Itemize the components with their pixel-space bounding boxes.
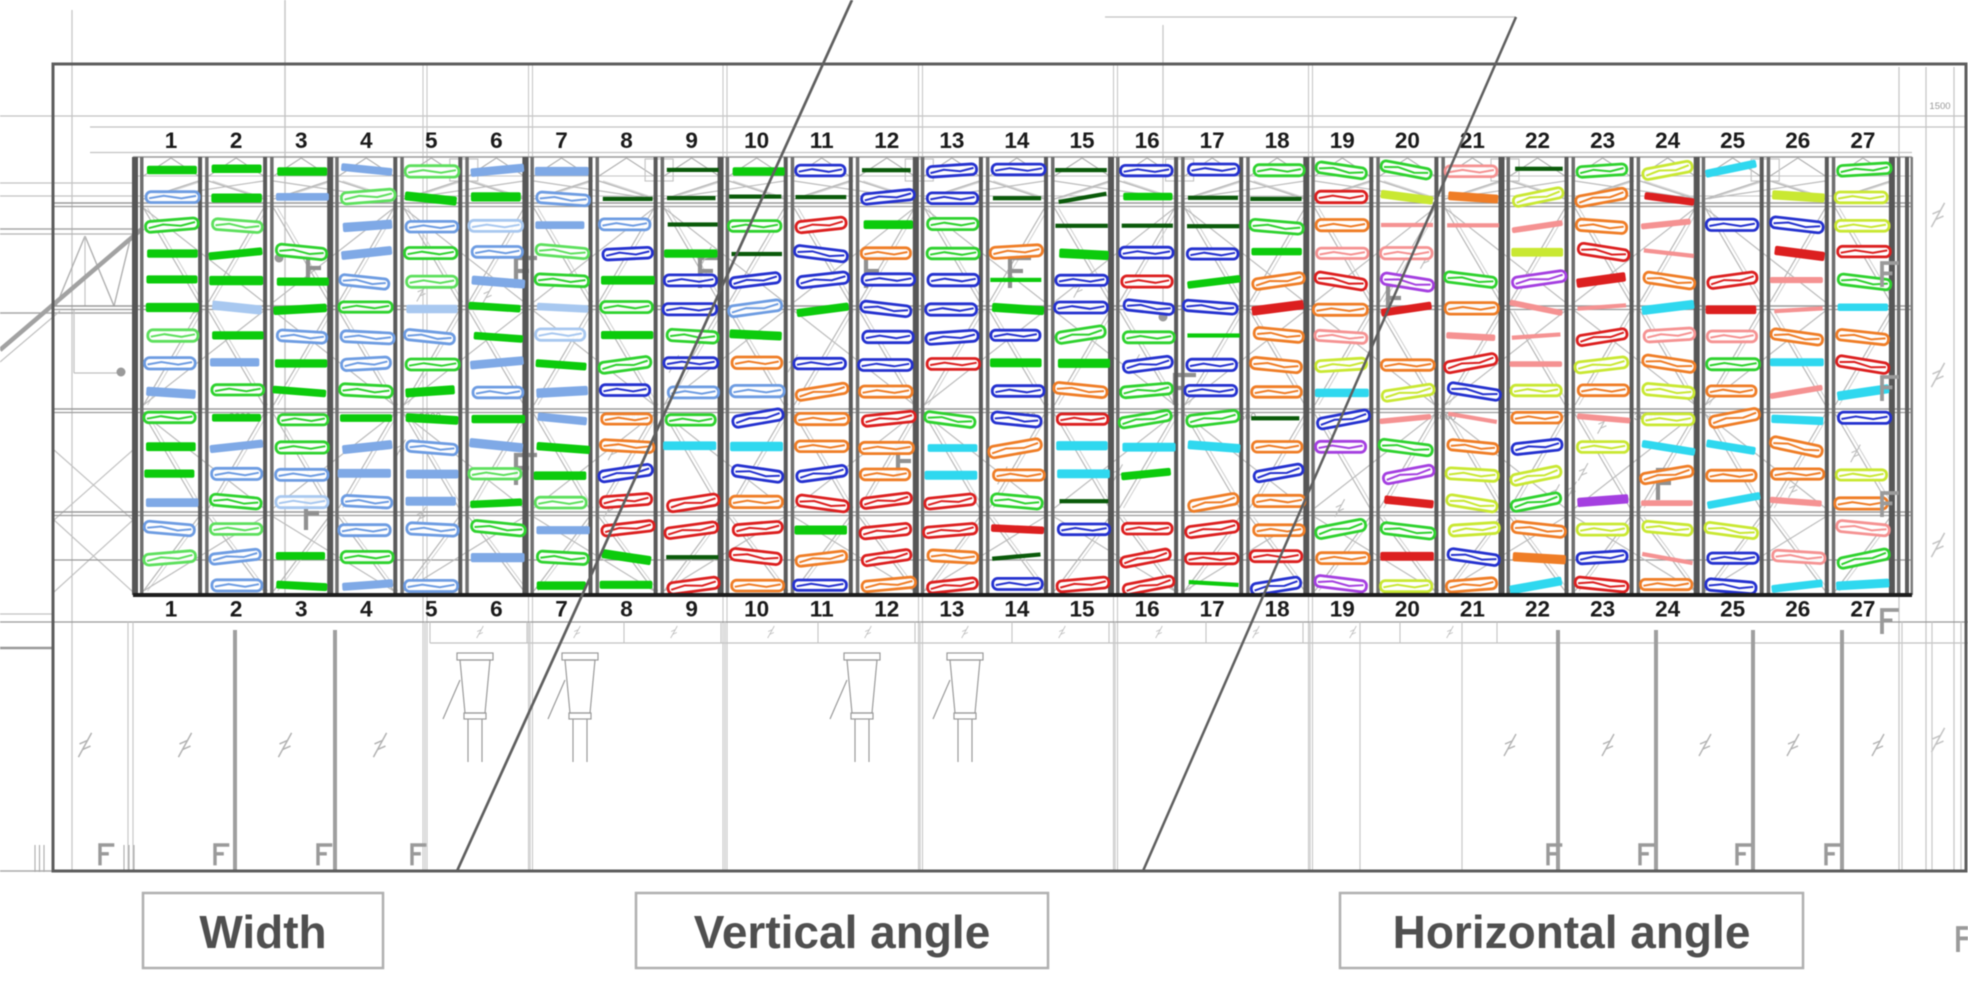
svg-text:9: 9 bbox=[685, 597, 698, 622]
svg-text:22: 22 bbox=[1525, 597, 1550, 622]
svg-text:15: 15 bbox=[1069, 597, 1094, 622]
svg-text:16: 16 bbox=[1135, 597, 1160, 622]
svg-text:6: 6 bbox=[490, 128, 503, 153]
svg-text:1: 1 bbox=[165, 128, 178, 153]
svg-text:6: 6 bbox=[490, 597, 503, 622]
svg-text:22: 22 bbox=[1525, 128, 1550, 153]
svg-text:18: 18 bbox=[1265, 597, 1290, 622]
svg-text:1: 1 bbox=[165, 597, 178, 622]
svg-text:14: 14 bbox=[1004, 597, 1030, 622]
svg-text:11: 11 bbox=[810, 128, 834, 153]
svg-text:18: 18 bbox=[1265, 128, 1290, 153]
svg-text:21: 21 bbox=[1460, 597, 1485, 622]
svg-text:19: 19 bbox=[1330, 597, 1355, 622]
svg-text:4: 4 bbox=[360, 597, 373, 622]
svg-text:24: 24 bbox=[1655, 597, 1681, 622]
svg-text:15: 15 bbox=[1069, 128, 1094, 153]
svg-text:3: 3 bbox=[295, 597, 308, 622]
svg-text:27: 27 bbox=[1850, 597, 1875, 622]
svg-text:8: 8 bbox=[620, 128, 633, 153]
svg-text:23: 23 bbox=[1590, 597, 1615, 622]
svg-text:20: 20 bbox=[1395, 597, 1420, 622]
svg-text:Horizontal angle: Horizontal angle bbox=[1393, 906, 1751, 958]
svg-text:21: 21 bbox=[1460, 128, 1485, 153]
svg-text:9: 9 bbox=[685, 128, 698, 153]
svg-text:Width: Width bbox=[199, 906, 326, 958]
svg-text:Vertical angle: Vertical angle bbox=[694, 906, 991, 958]
svg-text:2: 2 bbox=[230, 128, 243, 153]
svg-text:2: 2 bbox=[230, 597, 243, 622]
svg-text:25: 25 bbox=[1720, 128, 1745, 153]
svg-text:3600: 3600 bbox=[1234, 412, 1257, 423]
svg-text:16: 16 bbox=[1135, 128, 1160, 153]
svg-text:13: 13 bbox=[939, 597, 964, 622]
svg-text:4: 4 bbox=[360, 128, 373, 153]
svg-text:5: 5 bbox=[425, 597, 438, 622]
svg-text:11: 11 bbox=[810, 597, 834, 622]
svg-text:5: 5 bbox=[425, 128, 438, 153]
svg-text:17: 17 bbox=[1200, 128, 1225, 153]
svg-text:13: 13 bbox=[939, 128, 964, 153]
svg-text:27: 27 bbox=[1850, 128, 1875, 153]
svg-text:23: 23 bbox=[1590, 128, 1615, 153]
svg-text:19: 19 bbox=[1330, 128, 1355, 153]
svg-text:25: 25 bbox=[1720, 597, 1745, 622]
svg-text:10: 10 bbox=[744, 128, 769, 153]
svg-text:26: 26 bbox=[1785, 128, 1810, 153]
svg-text:3600: 3600 bbox=[1434, 412, 1457, 423]
svg-text:17: 17 bbox=[1200, 597, 1225, 622]
svg-text:26: 26 bbox=[1785, 597, 1810, 622]
svg-text:12: 12 bbox=[874, 597, 899, 622]
svg-text:20: 20 bbox=[1395, 128, 1420, 153]
svg-text:8: 8 bbox=[620, 597, 633, 622]
svg-text:7: 7 bbox=[555, 128, 568, 153]
svg-text:1500: 1500 bbox=[1929, 101, 1950, 112]
svg-text:24: 24 bbox=[1655, 128, 1681, 153]
svg-text:3: 3 bbox=[295, 128, 308, 153]
svg-text:14: 14 bbox=[1004, 128, 1030, 153]
svg-text:10: 10 bbox=[744, 597, 769, 622]
svg-text:12: 12 bbox=[874, 128, 899, 153]
svg-text:7: 7 bbox=[555, 597, 568, 622]
